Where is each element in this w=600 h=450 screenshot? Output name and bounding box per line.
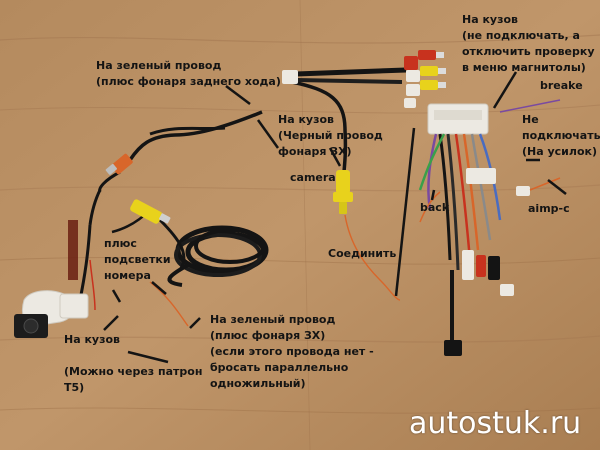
label-green-wire-alt: На зеленый провод (плюс фонаря ЗХ) (если… <box>210 313 374 390</box>
label-ground-socket: На кузов (Можно через патрон Т5) <box>64 333 203 394</box>
orange-wire <box>89 214 401 327</box>
rca-yellow-plug-right <box>333 170 353 214</box>
head-unit-harness <box>418 103 514 356</box>
label-ground-black-wire: На кузов (Черный провод фонаря ЗХ) <box>278 113 383 158</box>
rca-yellow-plug-left <box>130 199 171 224</box>
label-connect: Соединить <box>328 247 397 260</box>
label-camera: camera <box>290 171 336 184</box>
back-wire <box>419 191 441 223</box>
label-reverse-wire: На зеленый провод (плюс фонаря заднего х… <box>96 59 281 88</box>
coiled-cable <box>167 225 269 287</box>
label-amp-note: Не подключать (На усилок) <box>522 113 600 158</box>
watermark: autostuk.ru <box>409 406 582 441</box>
annotation-leaders <box>103 71 567 364</box>
camera-housing <box>14 220 89 338</box>
rca-red-plug <box>105 153 133 175</box>
label-plate-light: плюс подсветки номера <box>104 237 171 282</box>
brake-wire <box>499 99 561 113</box>
main-cable <box>78 80 348 301</box>
rca-bundle-top <box>282 50 446 108</box>
amp-connector <box>516 177 561 196</box>
label-brake-ground: На кузов (не подключать, а отключить про… <box>462 13 595 74</box>
label-amp: aimp-c <box>528 202 570 215</box>
label-brake: breake <box>540 79 583 92</box>
label-back: back <box>420 201 450 214</box>
